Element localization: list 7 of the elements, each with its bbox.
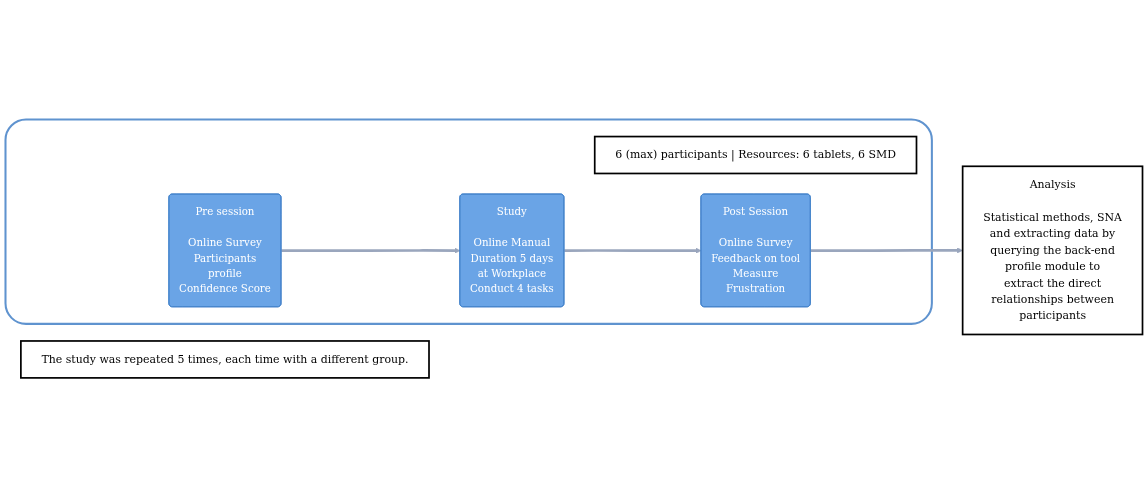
arrow [281,247,461,254]
arrow [810,247,963,254]
node-box: 6 (max) participants | Resources: 6 tablets, 6 SMD [593,135,918,175]
arrow [564,247,702,254]
node-box: The study was repeated 5 times, each time with a different group. [20,339,430,379]
cluster [4,118,933,325]
node-box: Analysis Statistical methods, SNA and extracting data by querying the back-end profile module to extract the direct relationships between participants [961,165,1144,336]
